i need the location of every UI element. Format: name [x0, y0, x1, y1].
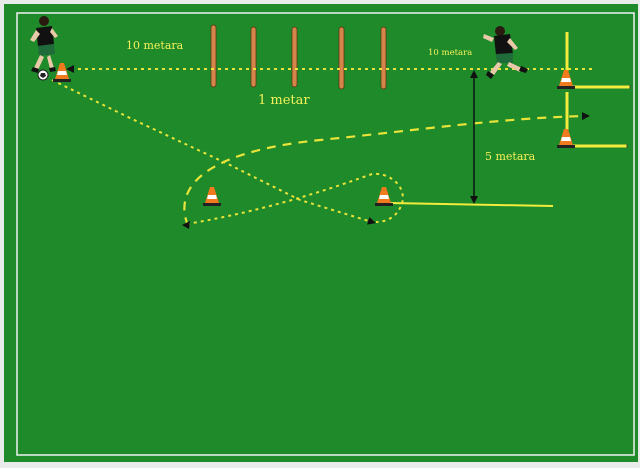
- arrow-left-end: [182, 221, 190, 229]
- label-pole-spacing: 1 metar: [258, 93, 310, 108]
- field-border: [16, 12, 635, 456]
- field-grass: [4, 4, 638, 462]
- label-distance-top-left: 10 metara: [126, 39, 184, 52]
- slalom-poles: [210, 24, 387, 90]
- slalom-pole-icon: [250, 26, 257, 88]
- solid-line-center: [389, 202, 554, 207]
- slalom-pole-icon: [210, 24, 217, 88]
- slalom-pole-icon: [291, 26, 298, 88]
- label-distance-top-right: 10 metara: [428, 48, 472, 58]
- slalom-pole-icon: [380, 26, 387, 90]
- label-distance-vertical: 5 metara: [485, 150, 536, 163]
- soccer-player-icon: [483, 26, 528, 79]
- slalom-pole-icon: [338, 26, 345, 90]
- soccer-ball-icon: [37, 69, 49, 81]
- curved-run-path: [183, 112, 590, 227]
- diagonal-pass-path: [51, 79, 376, 225]
- loop-path: [186, 172, 404, 225]
- soccer-player-icon: [30, 16, 58, 73]
